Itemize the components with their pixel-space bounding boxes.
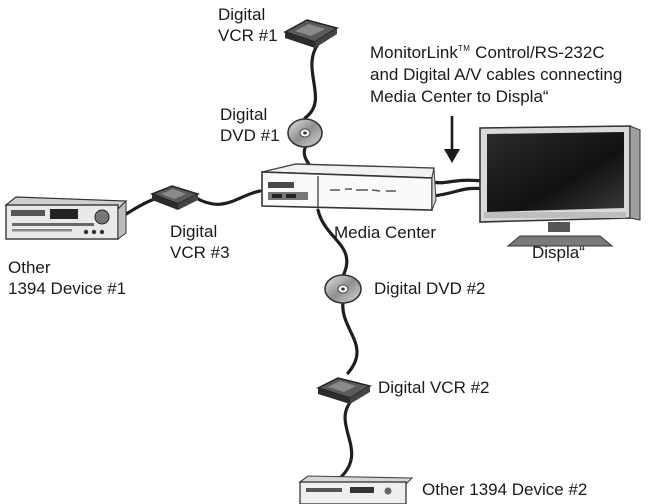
annotation-arrow [444,116,460,163]
label-vcr1-line1: Digital [218,5,266,24]
dvd-player-icon [298,475,414,504]
dvd-disc-icon [287,118,323,148]
vcr-device-icon [316,377,372,404]
cable-media-center-display-b [430,186,486,198]
label-dvd1: Digital DVD #1 [220,104,280,146]
label-vcr1-line2: VCR #1 [218,26,278,45]
vcr-device-icon [283,19,339,48]
label-display: Displa“ [532,243,585,262]
flat-panel-display-icon [479,125,641,247]
label-vcr3-line1: Digital [170,222,218,241]
vcr-device-icon [149,185,201,210]
media-center-unit-icon [261,163,437,211]
label-vcr3: Digital VCR #3 [170,221,230,263]
label-other1-line2: 1394 Device #1 [8,279,127,298]
label-dvd2: Digital DVD #2 [374,279,486,298]
av-receiver-icon [4,196,128,240]
annotation-line2: and Digital A/V cables connecting [370,65,623,84]
label-other1-line1: Other [8,258,51,277]
cable-vcr1-dvd1 [303,42,320,120]
label-other1: Other 1394 Device #1 [8,257,126,299]
label-vcr3-line2: VCR #3 [170,243,230,262]
annotation-brand: MonitorLink [370,43,458,62]
annotation-line1-rest: Control/RS-232C [470,43,605,62]
label-annotation: MonitorLinkTM Control/RS-232C and Digita… [370,38,622,108]
label-media-center: Media Center [334,223,437,242]
cable-media-center-display-a [430,178,486,185]
label-vcr1: Digital VCR #1 [218,4,278,46]
cable-media-center-dvd2 [316,208,349,278]
label-dvd1-line1: Digital [220,105,268,124]
cable-dvd2-vcr2 [341,300,359,375]
annotation-line1: MonitorLinkTM Control/RS-232C [370,38,622,64]
label-dvd1-line2: DVD #1 [220,126,280,145]
cable-vcr2-other2 [338,398,354,480]
dvd-disc-icon [324,274,362,304]
cable-vcr3-media-center [194,189,262,206]
annotation-line3: Media Center to Displa“ [370,87,549,106]
label-other2: Other 1394 Device #2 [422,480,588,499]
label-vcr2: Digital VCR #2 [378,378,490,397]
annotation-trademark: TM [457,44,471,53]
